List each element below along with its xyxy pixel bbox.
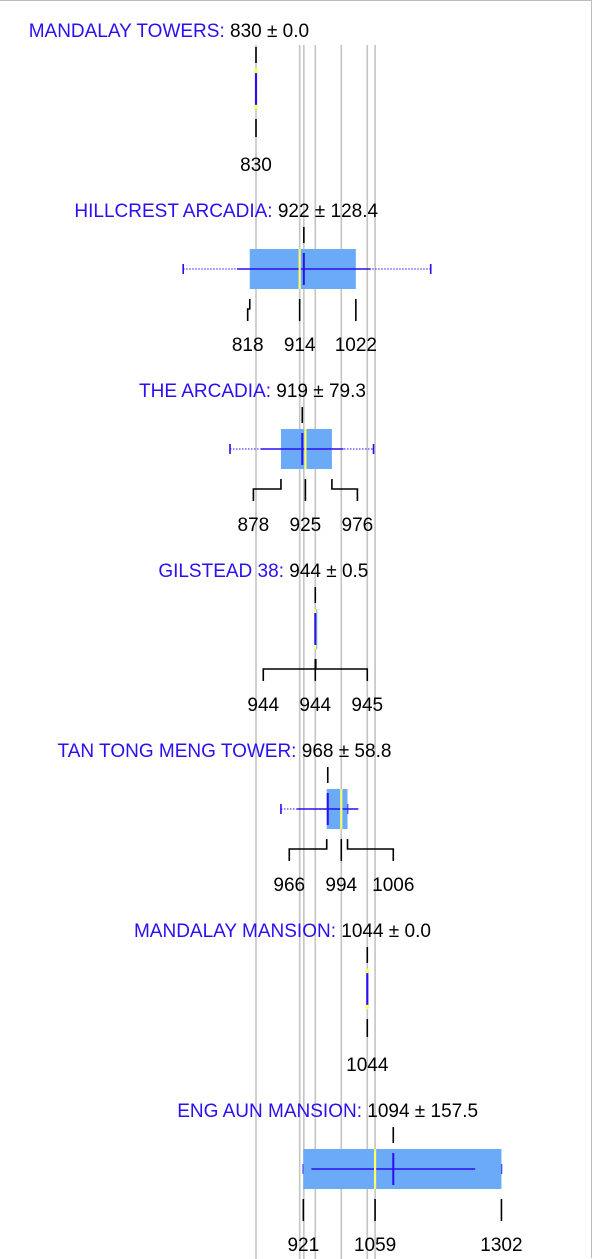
- series-group: MANDALAY MANSION: 1044 ± 0.0 1044: [134, 921, 431, 1076]
- series-title: MANDALAY TOWERS: 830 ± 0.0: [29, 21, 309, 42]
- series-title: GILSTEAD 38: 944 ± 0.5: [158, 561, 368, 582]
- quartile-label: 818: [232, 335, 264, 356]
- series-title: THE ARCADIA: 919 ± 79.3: [139, 381, 366, 402]
- quartile-label: 1022: [335, 335, 377, 356]
- series-title: ENG AUN MANSION: 1094 ± 157.5: [177, 1101, 478, 1122]
- median-dot: [253, 104, 259, 110]
- category-label: ENG AUN MANSION:: [177, 1101, 367, 1122]
- mean-std-label: 944 ± 0.5: [289, 561, 368, 582]
- series-title: TAN TONG MENG TOWER: 968 ± 58.8: [58, 741, 392, 762]
- mean-std-label: 1044 ± 0.0: [341, 921, 431, 942]
- quartile-label: 966: [273, 875, 305, 896]
- quartile-label: 944: [299, 695, 331, 716]
- series-group: ENG AUN MANSION: 1094 ± 157.5 921 1059 1302: [177, 1101, 522, 1256]
- quartile-label: 1302: [480, 1235, 522, 1256]
- category-label: THE ARCADIA:: [139, 381, 276, 402]
- series-group: HILLCREST ARCADIA: 922 ± 128.4 818 914 1022: [74, 201, 432, 356]
- quartile-tick: [252, 479, 282, 501]
- mean-std-label: 1094 ± 157.5: [367, 1101, 478, 1122]
- quartile-label: 976: [342, 515, 374, 536]
- median-dot: [253, 68, 259, 74]
- quartile-label: 914: [284, 335, 316, 356]
- quartile-label: 921: [287, 1235, 319, 1256]
- series-title: MANDALAY MANSION: 1044 ± 0.0: [134, 921, 431, 942]
- median-dot: [365, 1004, 370, 1010]
- quartile-label: 945: [351, 695, 383, 716]
- quartile-label: 994: [325, 875, 357, 896]
- quartile-label: 878: [238, 515, 270, 536]
- quartile-tick: [346, 839, 395, 861]
- quartile-label: 830: [240, 155, 272, 176]
- category-label: TAN TONG MENG TOWER:: [58, 741, 302, 762]
- series-group: THE ARCADIA: 919 ± 79.3 878 925 976: [139, 381, 375, 536]
- quartile-label: 944: [247, 695, 279, 716]
- series-group: MANDALAY TOWERS: 830 ± 0.0 830: [29, 21, 309, 176]
- quartile-tick: [246, 299, 251, 321]
- mean-std-label: 922 ± 128.4: [278, 201, 379, 222]
- quartile-label: 1006: [372, 875, 414, 896]
- mean-std-label: 830 ± 0.0: [230, 21, 309, 42]
- mean-std-label: 968 ± 58.8: [302, 741, 392, 762]
- series-group: GILSTEAD 38: 944 ± 0.5 944 944 945: [158, 561, 383, 716]
- series-group: TAN TONG MENG TOWER: 968 ± 58.8 966 994 100…: [58, 741, 415, 896]
- quartile-tick: [288, 839, 328, 861]
- quartile-label: 1059: [354, 1235, 396, 1256]
- mean-std-label: 919 ± 79.3: [276, 381, 366, 402]
- category-label: MANDALAY MANSION:: [134, 921, 341, 942]
- median-dot: [365, 968, 370, 974]
- category-label: MANDALAY TOWERS:: [29, 21, 230, 42]
- quartile-tick: [262, 659, 317, 681]
- category-label: GILSTEAD 38:: [158, 561, 289, 582]
- series-title: HILLCREST ARCADIA: 922 ± 128.4: [74, 201, 378, 222]
- quartile-tick: [331, 479, 359, 501]
- reference-lines: [255, 45, 376, 1259]
- quartile-label: 1044: [346, 1055, 389, 1076]
- category-label: HILLCREST ARCADIA:: [74, 201, 277, 222]
- quartile-label: 925: [290, 515, 322, 536]
- quartile-tick: [314, 659, 369, 681]
